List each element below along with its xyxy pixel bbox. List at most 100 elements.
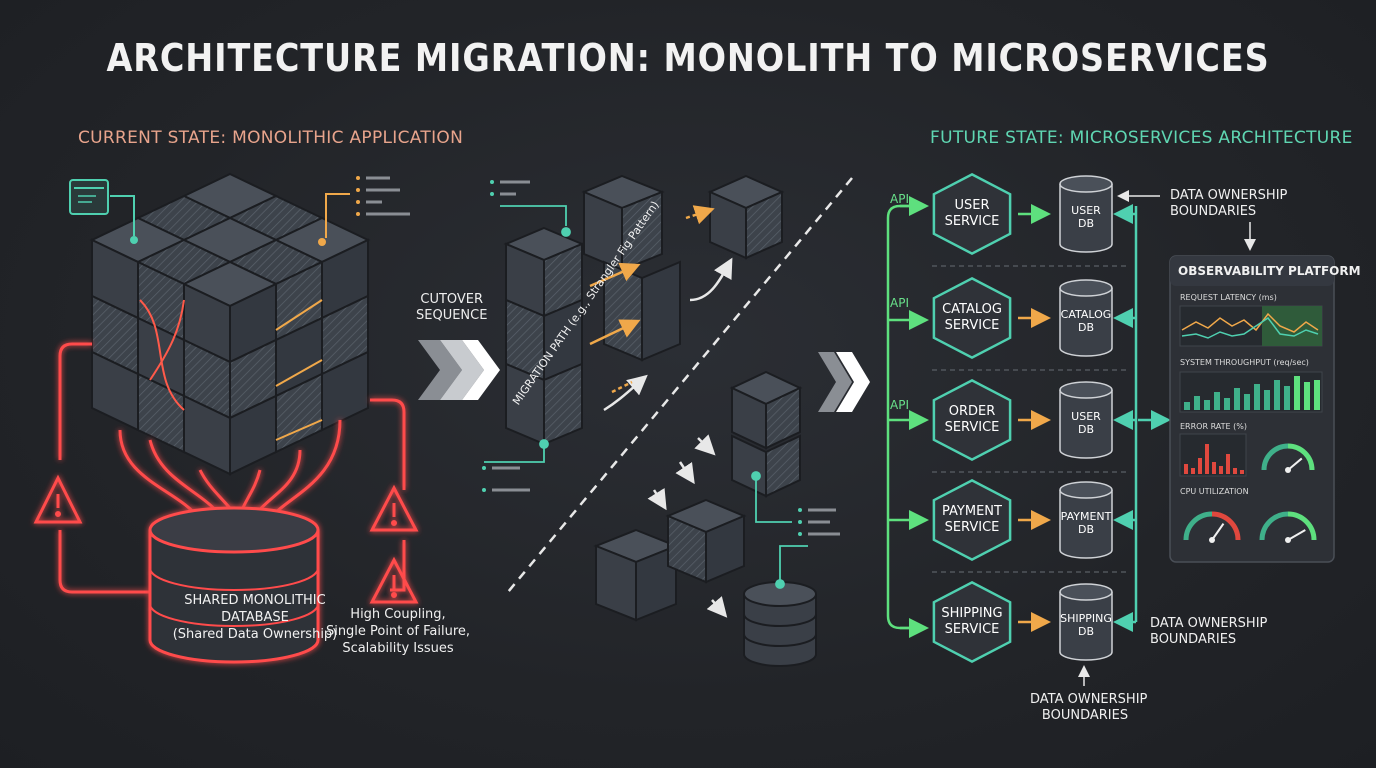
- cutover-line2: SEQUENCE: [416, 308, 488, 323]
- cutover-chevrons-icon: [418, 340, 870, 412]
- service-db: [1059, 490, 1113, 559]
- service-suffix: SERVICE: [944, 420, 1000, 435]
- error-rate-bar: [1233, 468, 1237, 474]
- db-suffix: DB: [1077, 625, 1095, 638]
- page-title: ARCHITECTURE MIGRATION: MONOLITH TO MICR…: [106, 36, 1270, 80]
- cutover-line1: CUTOVER: [420, 292, 484, 307]
- db-suffix: DB: [1077, 217, 1095, 230]
- ownership-line1: DATA OWNERSHIP: [1030, 692, 1148, 707]
- error-rate-bar: [1226, 454, 1230, 474]
- service-hexagon: [932, 172, 1012, 256]
- service-suffix: SERVICE: [944, 520, 1000, 535]
- latency-line-teal: [1181, 316, 1319, 339]
- error-rate-bar: [1191, 468, 1195, 474]
- service-name: PAYMENT: [942, 504, 1002, 519]
- issue-2: Single Point of Failure,: [325, 624, 471, 639]
- monolith-callouts: [69, 176, 410, 246]
- service-db-top: [1059, 583, 1113, 601]
- ownership-line1: DATA OWNERSHIP: [1150, 616, 1268, 631]
- service-hexagon: [932, 580, 1012, 664]
- ownership-label-top: DATA OWNERSHIP BOUNDARIES: [1170, 188, 1287, 220]
- gauge-arc: [1211, 511, 1241, 541]
- ownership-label-right: DATA OWNERSHIP BOUNDARIES: [1150, 616, 1267, 648]
- ownership-line2: BOUNDARIES: [1041, 708, 1129, 723]
- warning-icon: [33, 474, 419, 604]
- service-name: CATALOG: [942, 302, 1002, 317]
- error-rate-bar: [1184, 464, 1188, 474]
- gauge-arc: [1287, 443, 1315, 471]
- throughput-bar: [1204, 400, 1210, 410]
- db-label-line2: DATABASE: [221, 610, 289, 625]
- service-db: [1059, 592, 1113, 661]
- gauge-hub: [1285, 537, 1291, 543]
- service-db: [1059, 390, 1113, 459]
- db-name: USER: [1071, 204, 1101, 217]
- db-name: CATALOG: [1060, 308, 1112, 321]
- gauge-arc: [1287, 511, 1317, 541]
- db-name: PAYMENT: [1060, 510, 1112, 523]
- api-label: API: [890, 192, 909, 206]
- service-db-top: [1059, 381, 1113, 399]
- throughput-bar: [1244, 394, 1250, 410]
- migration-divider: [507, 177, 853, 593]
- issue-1: High Coupling,: [350, 607, 446, 622]
- db-label-line3: (Shared Data Ownership): [172, 627, 338, 642]
- service-hexagon: [932, 478, 1012, 562]
- throughput-bar: [1264, 390, 1270, 410]
- throughput-bar: [1284, 386, 1290, 410]
- db-suffix: DB: [1077, 321, 1095, 334]
- latency-label: REQUEST LATENCY (ms): [1180, 293, 1277, 302]
- db-label-line1: SHARED MONOLITHIC: [184, 593, 326, 608]
- service-db-top: [1059, 175, 1113, 193]
- error-rate-bar: [1198, 458, 1202, 474]
- throughput-bars: [1184, 376, 1320, 410]
- service-hexagon: [932, 378, 1012, 462]
- db-name: SHIPPING: [1060, 612, 1112, 625]
- gauge-hub: [1285, 467, 1291, 473]
- throughput-bar: [1224, 398, 1230, 410]
- service-suffix: SERVICE: [944, 214, 1000, 229]
- future-state-heading: FUTURE STATE: MICROSERVICES ARCHITECTURE: [930, 128, 1353, 148]
- gauge-hub: [1209, 537, 1215, 543]
- gauge-arc: [1183, 511, 1213, 541]
- service-db: [1059, 184, 1113, 253]
- throughput-label: SYSTEM THROUGHPUT (req/sec): [1180, 358, 1309, 367]
- migration-database: [743, 581, 817, 667]
- service-db: [1059, 288, 1113, 357]
- error-rate-bar: [1212, 462, 1216, 474]
- ownership-line2: BOUNDARIES: [1170, 204, 1257, 219]
- ownership-line2: BOUNDARIES: [1150, 632, 1237, 647]
- monolith-cube: [89, 172, 371, 476]
- api-gateway-lines: [886, 196, 929, 638]
- throughput-bar: [1254, 384, 1260, 410]
- cutover-label: CUTOVER SEQUENCE: [416, 292, 487, 324]
- db-suffix: DB: [1077, 523, 1095, 536]
- api-label: API: [890, 296, 909, 310]
- service-name: SHIPPING: [941, 606, 1003, 621]
- migration-arrows: [589, 205, 733, 618]
- observability-title: OBSERVABILITY PLATFORM: [1178, 264, 1361, 278]
- ownership-line1: DATA OWNERSHIP: [1170, 188, 1288, 203]
- throughput-bar: [1294, 376, 1300, 410]
- migration-callouts: [484, 205, 808, 589]
- throughput-bar: [1314, 380, 1320, 410]
- migration-callout-bars: [482, 180, 840, 536]
- coupling-wires: [139, 299, 323, 441]
- service-suffix: SERVICE: [944, 622, 1000, 637]
- throughput-bar: [1274, 380, 1280, 410]
- db-suffix: DB: [1077, 423, 1095, 436]
- throughput-bar: [1194, 396, 1200, 410]
- gauge-arc: [1259, 511, 1289, 541]
- gauges: [1183, 443, 1317, 543]
